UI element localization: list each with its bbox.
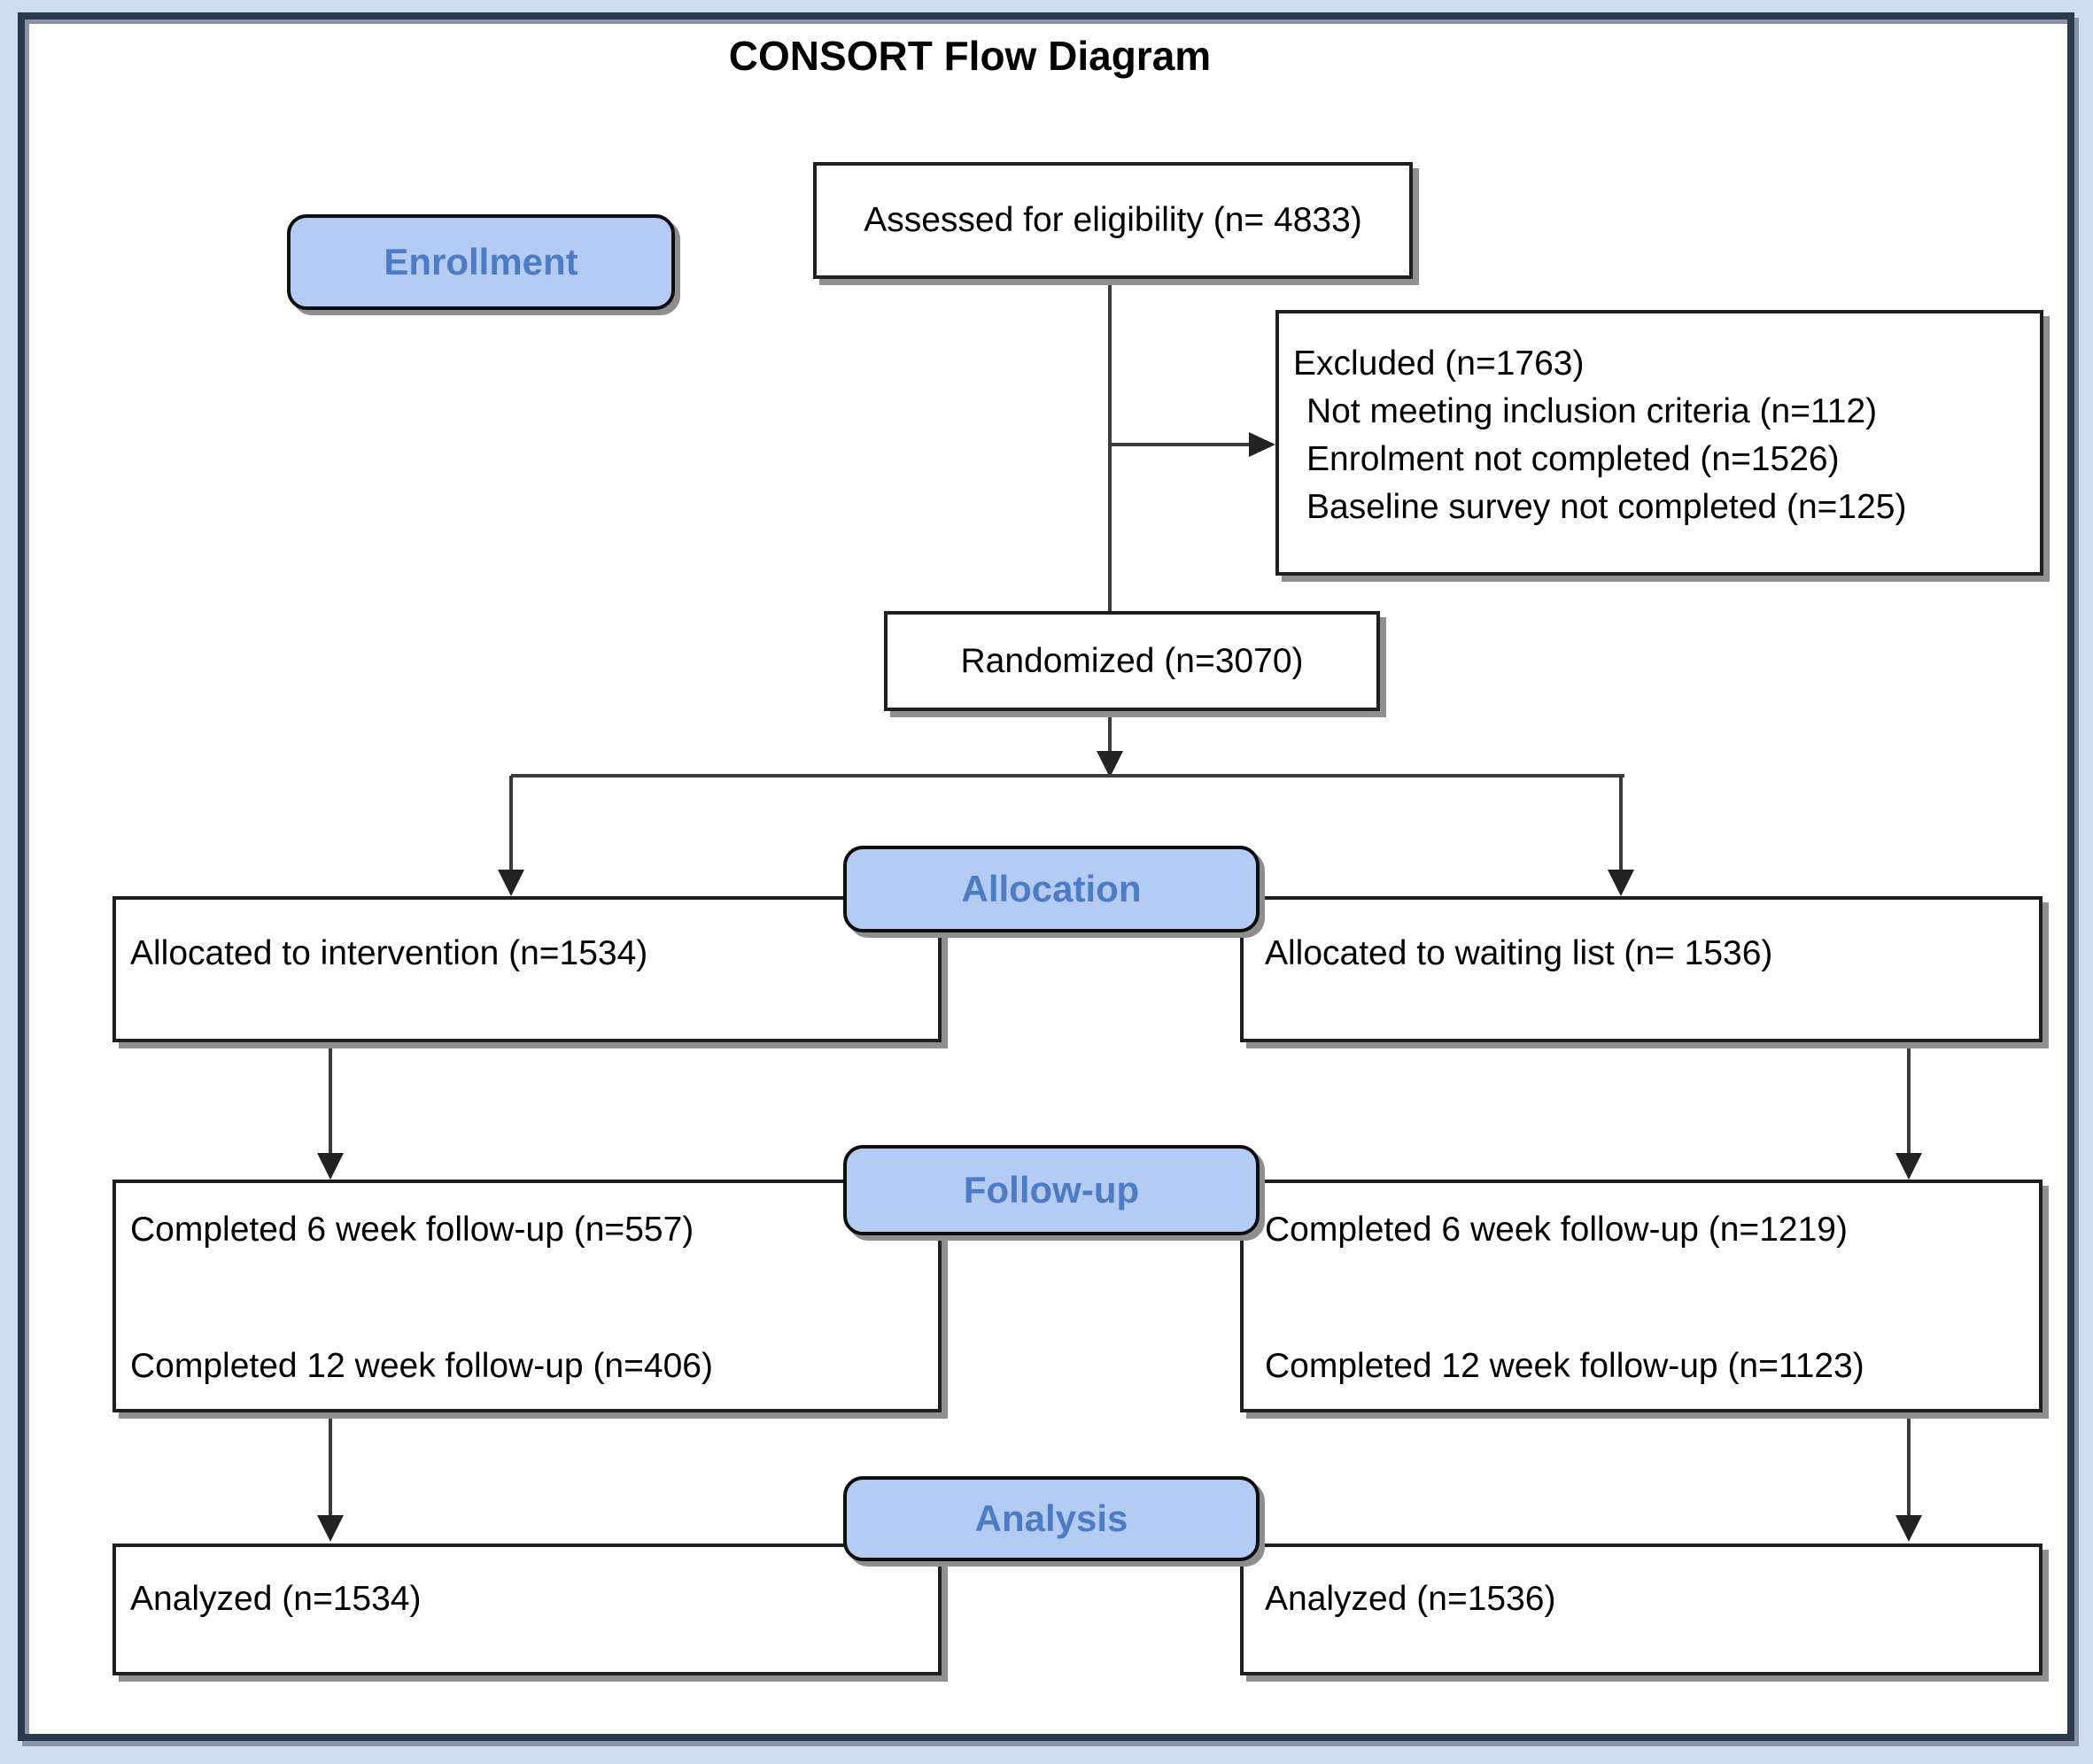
assessed-box: Assessed for eligibility (n= 4833) <box>813 162 1413 279</box>
connector-intervention-to-analysis <box>329 1412 332 1517</box>
excluded-reason: Not meeting inclusion criteria (n=112) <box>1306 392 1878 430</box>
excluded-box: Excluded (n=1763) Not meeting inclusion … <box>1275 310 2043 576</box>
excluded-reason: Enrolment not completed (n=1526) <box>1306 440 1840 478</box>
connector-split-to-waiting <box>1619 776 1623 873</box>
stage-label-allocation: Allocation <box>843 846 1260 932</box>
arrowhead-waiting-followup <box>1895 1153 1922 1180</box>
allocated-intervention-box: Allocated to intervention (n=1534) <box>112 896 942 1042</box>
connector-waiting-to-followup <box>1907 1042 1911 1155</box>
randomized-text: Randomized (n=3070) <box>960 641 1304 680</box>
arrowhead-excluded <box>1249 432 1275 457</box>
analyzed-intervention-box: Analyzed (n=1534) <box>112 1544 942 1675</box>
followup-waiting-list-box: Completed 6 week follow-up (n=1219) Comp… <box>1240 1180 2043 1412</box>
connector-to-excluded <box>1110 443 1252 446</box>
stage-label-enrollment-text: Enrollment <box>384 241 578 282</box>
allocated-intervention-text: Allocated to intervention (n=1534) <box>130 934 648 972</box>
connector-randomized-to-split <box>1108 711 1112 754</box>
excluded-reason: Baseline survey not completed (n=125) <box>1306 488 1907 526</box>
arrowhead-intervention-analyzed <box>317 1515 344 1542</box>
stage-label-followup: Follow-up <box>843 1145 1260 1235</box>
allocated-waiting-list-box: Allocated to waiting list (n= 1536) <box>1240 896 2043 1042</box>
arrowhead-split <box>1097 751 1123 778</box>
followup-intervention-6wk: Completed 6 week follow-up (n=557) <box>130 1211 694 1249</box>
stage-label-analysis: Analysis <box>843 1476 1260 1561</box>
assessed-text: Assessed for eligibility (n= 4833) <box>864 201 1362 239</box>
page-title: CONSORT Flow Diagram <box>728 33 1212 79</box>
connector-split-to-intervention <box>509 776 513 873</box>
stage-label-followup-text: Follow-up <box>963 1169 1140 1211</box>
randomized-box: Randomized (n=3070) <box>884 611 1380 711</box>
analyzed-waiting-list-box: Analyzed (n=1536) <box>1240 1544 2043 1675</box>
stage-label-allocation-text: Allocation <box>961 868 1142 909</box>
arrowhead-waiting-analyzed <box>1895 1515 1922 1542</box>
arrowhead-intervention-allocated <box>498 870 524 896</box>
followup-waiting-6wk: Completed 6 week follow-up (n=1219) <box>1265 1211 1848 1249</box>
arrowhead-intervention-followup <box>317 1153 344 1180</box>
connector-waiting-to-analysis <box>1907 1412 1911 1517</box>
connector-intervention-to-followup <box>329 1042 332 1155</box>
analyzed-intervention-text: Analyzed (n=1534) <box>130 1580 422 1618</box>
excluded-heading: Excluded (n=1763) <box>1293 344 1585 383</box>
allocated-waiting-text: Allocated to waiting list (n= 1536) <box>1265 934 1773 972</box>
stage-label-analysis-text: Analysis <box>974 1497 1128 1539</box>
arrowhead-waiting-allocated <box>1608 870 1634 896</box>
followup-intervention-box: Completed 6 week follow-up (n=557) Compl… <box>112 1180 942 1412</box>
followup-waiting-12wk: Completed 12 week follow-up (n=1123) <box>1265 1347 1864 1385</box>
followup-intervention-12wk: Completed 12 week follow-up (n=406) <box>130 1347 713 1385</box>
split-line <box>511 774 1624 778</box>
analyzed-waiting-text: Analyzed (n=1536) <box>1265 1580 1556 1618</box>
stage-label-enrollment: Enrollment <box>287 214 675 310</box>
